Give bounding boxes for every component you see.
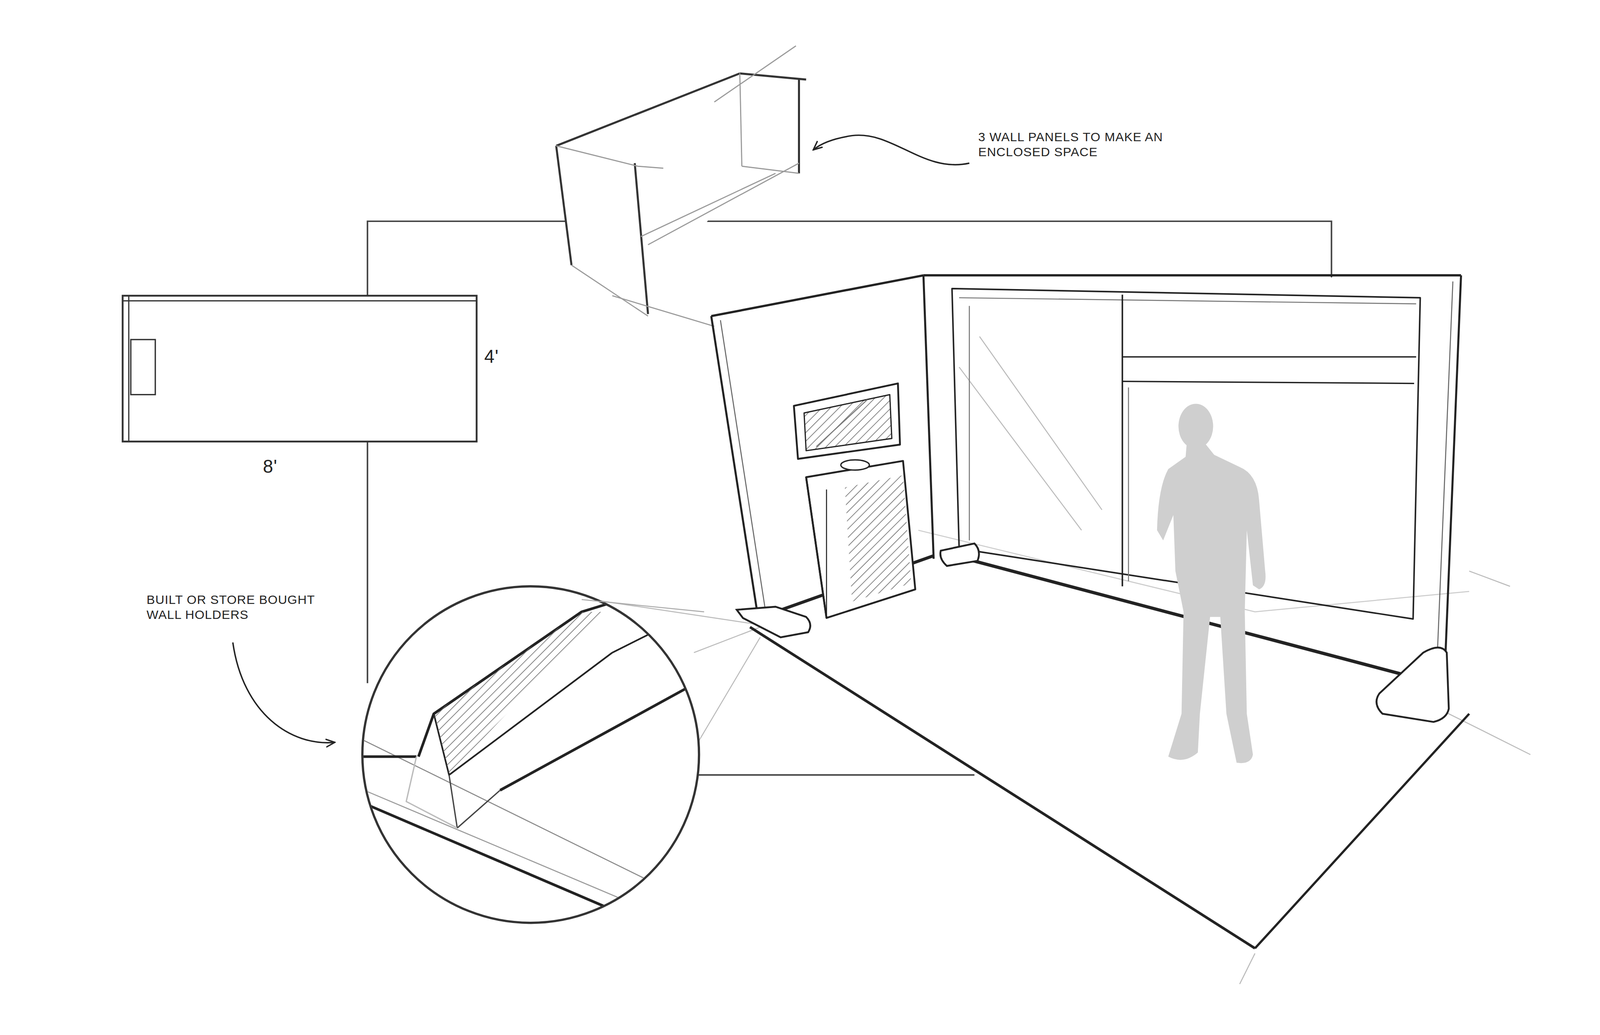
- callout-note: BUILT OR STORE BOUGHT WALL HOLDERS: [145, 591, 345, 624]
- detail-zoom: [347, 571, 735, 954]
- panel-sketch: [556, 45, 807, 327]
- callout-note: 3 WALL PANELS TO MAKE AN ENCLOSED SPACE: [976, 128, 1176, 161]
- leader-lines: [232, 135, 970, 744]
- dimension-label: 4': [482, 345, 501, 369]
- guide-lines: [571, 336, 1531, 985]
- kiosk: [793, 383, 915, 619]
- plan-view: [122, 295, 477, 442]
- dimension-label: 8': [261, 455, 280, 479]
- person-silhouette: [1157, 404, 1266, 764]
